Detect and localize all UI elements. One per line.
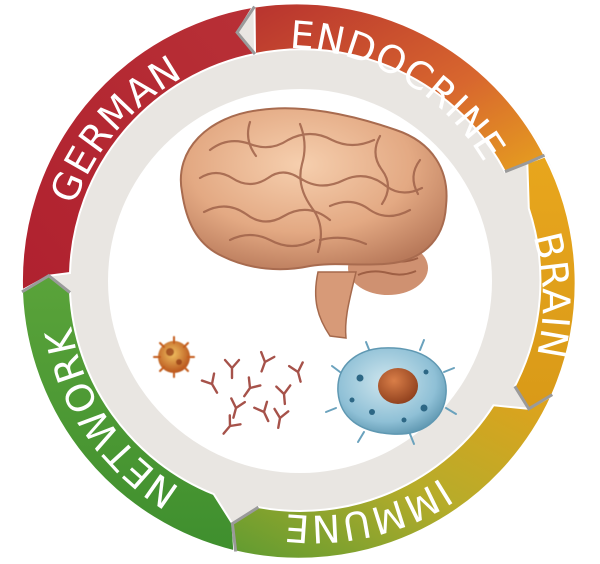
- pathogen-icon: [154, 337, 194, 377]
